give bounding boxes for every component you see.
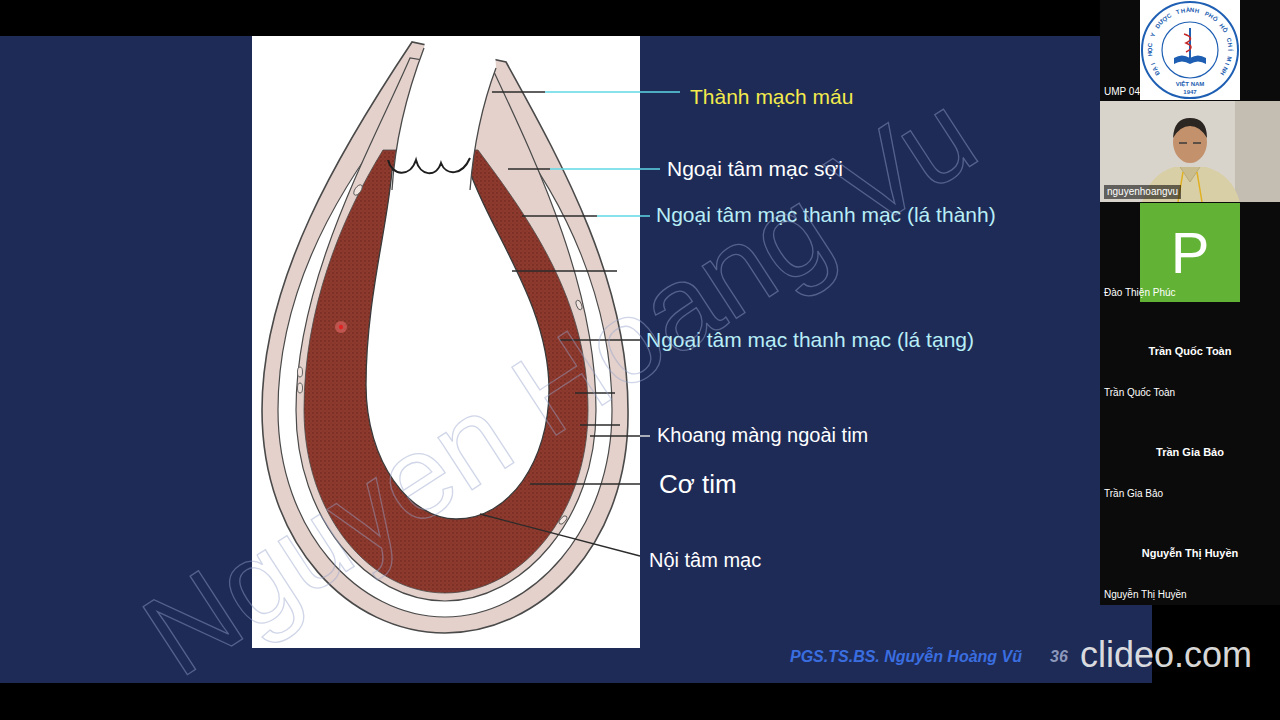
heart-valve [388,158,470,173]
part-label: Khoang màng ngoài tim [657,424,868,447]
participant-name: Trần Quốc Toàn [1104,387,1175,399]
figure-panel [252,36,640,648]
logo-letter: H [1195,7,1200,14]
logo-letter: H [1147,52,1153,57]
slide-number: 36 [1050,648,1068,666]
laser-pointer [335,321,347,333]
coronary-vessels [298,183,584,525]
part-label: Ngoại tâm mạc sợi [667,157,843,181]
avatar-tile: P [1140,203,1240,302]
logo-letter: C [1225,37,1232,43]
participant-tile-name: Trần Quốc Toàn [1149,345,1232,358]
participant-tile-name: Nguyễn Thị Huyền [1142,547,1239,560]
logo-text: 1947 [1183,89,1196,96]
logo-letter: H [1226,42,1233,47]
author-credit: PGS.TS.BS. Nguyễn Hoàng Vũ [790,648,1022,666]
part-label: Cơ tim [659,470,737,500]
participant-name: nguyenhoangvu [1104,185,1181,199]
logo-tile [1140,0,1240,100]
part-label: Ngoại tâm mạc thanh mạc (lá tạng) [646,328,974,352]
pericardial-cavity [278,118,612,617]
leader-lines [480,92,680,556]
avatar-initial: P [1171,221,1210,285]
logo-letter: H [1180,7,1185,14]
logo-text: VIỆT NAM [1176,81,1205,88]
watermark-text: clideo.com [1080,634,1252,675]
part-label: Nội tâm mạc [649,549,761,572]
logo-letter: Í [1227,49,1233,51]
participant-panel [1100,0,1280,605]
university-logo [1142,2,1238,98]
laser-pointer [339,325,343,329]
logo-letter: Y [1149,32,1156,38]
logo-letter: I [1224,62,1230,66]
participant-name: Nguyễn Thị Huyền [1104,589,1187,601]
participant-name: Trần Gia Bảo [1104,488,1163,500]
heart-chamber [366,170,549,519]
logo-letter: N [1190,7,1195,13]
logo-letter: T [1175,9,1180,16]
logo-letter: M [1225,56,1232,62]
logo-letter: C [1147,42,1154,47]
watermark-text: Nguyen Hoang Vu [121,67,1000,704]
logo-letter: Ồ [1221,27,1229,34]
participant-name: Đào Thiện Phúc [1104,287,1176,299]
logo-letter: Ọ [1147,47,1153,52]
vessel-wall [470,68,496,190]
presenter-video [1100,101,1280,202]
participant-name: UMP 04 [1104,86,1140,98]
slide-background [0,36,1152,683]
part-label: Thành mạch máu [690,85,853,109]
participant-tile-name: Trần Gia Bảo [1156,446,1224,459]
part-label: Ngoại tâm mạc thanh mạc (lá thành) [656,203,996,227]
logo-letter: À [1185,7,1190,13]
logo-letter: Ố [1212,15,1219,23]
